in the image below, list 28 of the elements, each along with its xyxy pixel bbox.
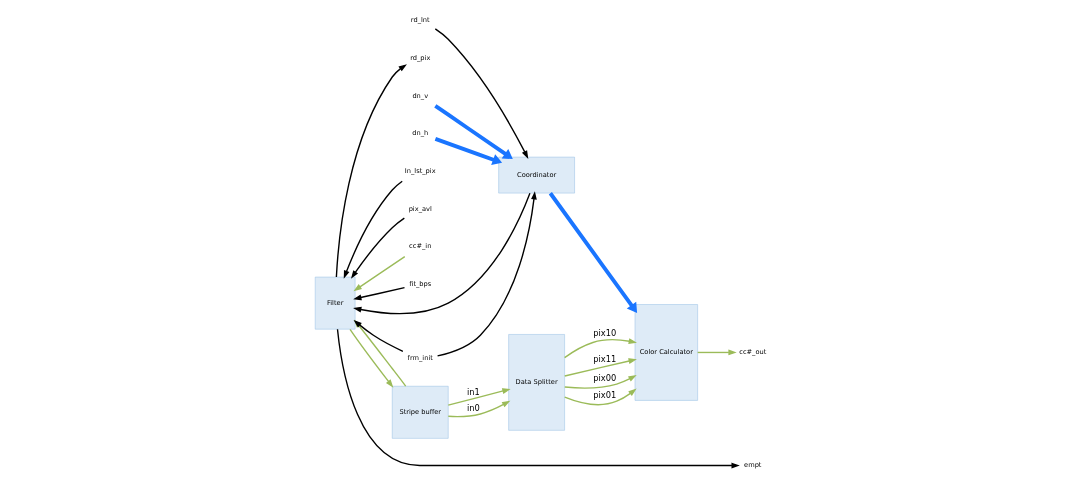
arrow bbox=[447, 388, 511, 406]
arrow bbox=[434, 28, 529, 159]
edge-label: in1 bbox=[467, 386, 480, 397]
arrow bbox=[447, 400, 511, 418]
arrow bbox=[353, 192, 531, 315]
arrow bbox=[343, 180, 403, 279]
arrow bbox=[335, 64, 407, 278]
arrow bbox=[564, 375, 637, 389]
edge-label: pix11 bbox=[593, 353, 617, 364]
edge-label: pix10 bbox=[593, 328, 617, 339]
edge-label: pix01 bbox=[593, 390, 617, 401]
arrow bbox=[563, 338, 637, 359]
arrow bbox=[434, 137, 503, 166]
arrow bbox=[336, 328, 740, 469]
arrow bbox=[353, 319, 407, 387]
arrow bbox=[564, 388, 637, 406]
arrow bbox=[353, 255, 406, 292]
arrow bbox=[353, 319, 404, 352]
arrow bbox=[697, 349, 737, 356]
arrow bbox=[350, 217, 406, 279]
arrow bbox=[548, 192, 638, 313]
arrow bbox=[564, 358, 637, 377]
arrow bbox=[436, 191, 537, 357]
arrow bbox=[353, 287, 406, 301]
arrow bbox=[434, 104, 513, 160]
arrow bbox=[349, 328, 394, 388]
edge-label: in0 bbox=[467, 403, 480, 414]
edge-label: pix00 bbox=[593, 373, 617, 384]
